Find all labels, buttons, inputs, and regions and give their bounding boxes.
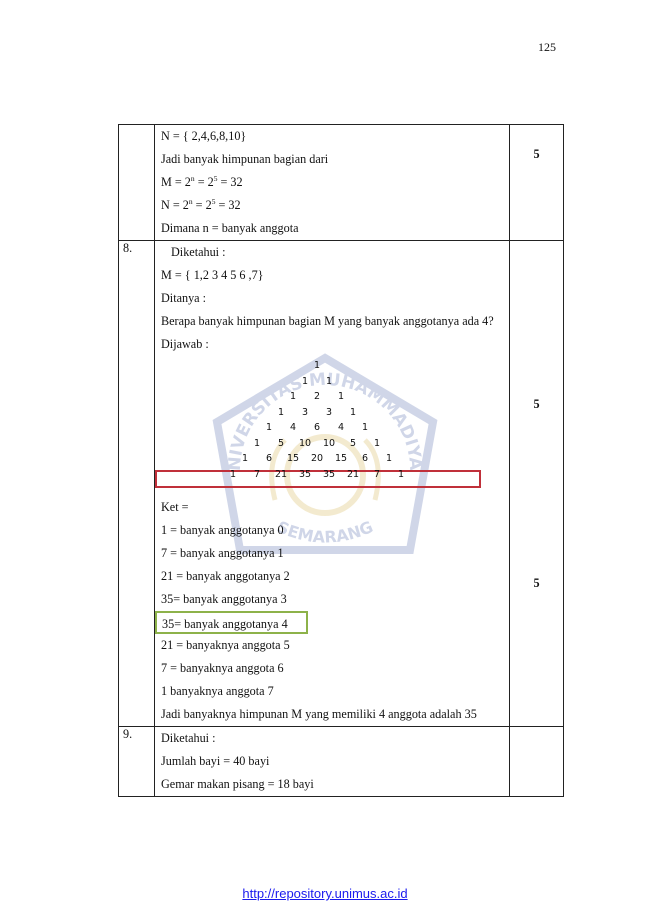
ket-item: 7 = banyak anggotanya 1 [161,546,284,560]
score-cell: 5 5 [509,240,564,727]
score-value: 5 [533,147,540,161]
table-row: 8. Diketahui : M = { 1,2 3 4 5 6 ,7} Dit… [118,240,564,727]
pascal-number: 20 [310,453,324,464]
pascal-number: 10 [322,437,336,449]
pascal-number: 15 [334,453,348,464]
pascal-number: 15 [286,453,300,464]
pascal-number: 2 [313,391,321,402]
pascal-number: 1 [253,437,261,449]
pascal-number: 5 [349,437,357,449]
pascal-number: 5 [277,437,285,449]
highlight-box-green: 35= banyak anggotanya 4 [155,611,308,634]
answer-cell: N = { 2,4,6,8,10} Jadi banyak himpunan b… [154,124,510,241]
pascal-number: 7 [373,468,381,480]
formula-line: M = 2n = 25 = 32 [161,173,243,189]
table-row: 9. Diketahui : Jumlah bayi = 40 bayi Gem… [118,726,564,797]
pascal-number: 1 [349,406,357,418]
pascal-number: 1 [337,391,345,402]
ket-item-highlighted: 35= banyak anggotanya 4 [155,611,501,634]
pascal-number: 4 [289,422,297,433]
highlight-box-red [155,470,481,488]
text-line: Dimana n = banyak anggota [161,221,299,235]
text-line: Jumlah bayi = 40 bayi [161,754,270,768]
pascal-number: 1 [385,453,393,464]
question-text: Berapa banyak himpunan bagian M yang ban… [161,314,494,328]
row-number-cell [118,124,155,241]
pascal-number: 1 [313,360,321,371]
pascal-number: 6 [313,422,321,433]
pascal-number: 1 [361,422,369,433]
ket-item: 21 = banyak anggotanya 2 [161,569,290,583]
ket-item: 21 = banyaknya anggota 5 [161,638,290,652]
ket-item: 1 banyaknya anggota 7 [161,684,274,698]
conclusion-text: Jadi banyaknya himpunan M yang memiliki … [161,707,477,721]
score-cell [509,726,564,797]
pascal-number: 1 [241,453,249,464]
text-line: M = { 1,2 3 4 5 6 ,7} [161,268,264,282]
row-number-cell: 8. [118,240,155,727]
pascal-number: 35 [322,468,336,480]
pascal-number: 1 [397,468,405,480]
pascal-number: 3 [325,406,333,418]
ket-item: 35= banyak anggotanya 3 [161,592,287,606]
text-line: Diketahui : [161,731,216,745]
pascal-number: 1 [325,375,333,387]
page-number: 125 [538,40,556,54]
score-value: 5 [533,397,540,411]
pascal-number: 7 [253,468,261,480]
answer-cell: Diketahui : Jumlah bayi = 40 bayi Gemar … [154,726,510,797]
pascal-number: 6 [265,453,273,464]
pascal-number: 1 [265,422,273,433]
answer-table: N = { 2,4,6,8,10} Jadi banyak himpunan b… [118,124,564,797]
pascal-number: 21 [346,468,360,480]
text-line: Diketahui : [171,245,226,259]
pascal-number: 21 [274,468,288,480]
score-cell: 5 [509,124,564,241]
formula-line: N = 2n = 25 = 32 [161,196,241,212]
pascal-number: 1 [301,375,309,387]
pascal-number: 6 [361,453,369,464]
pascal-number: 1 [289,391,297,402]
table-row: N = { 2,4,6,8,10} Jadi banyak himpunan b… [118,124,564,241]
ket-item: 7 = banyaknya anggota 6 [161,661,284,675]
repository-link[interactable]: http://repository.unimus.ac.id [242,886,408,901]
pascal-number: 35 [298,468,312,480]
pascal-number: 3 [301,406,309,418]
answer-cell: Diketahui : M = { 1,2 3 4 5 6 ,7} Ditany… [154,240,510,727]
row-number-cell: 9. [118,726,155,797]
pascal-number: 1 [373,437,381,449]
text-line: Gemar makan pisang = 18 bayi [161,777,314,791]
pascal-number: 1 [277,406,285,418]
ket-item: 1 = banyak anggotanya 0 [161,523,284,537]
text-line: Jadi banyak himpunan bagian dari [161,152,329,166]
text-line: Ditanya : [161,291,207,305]
pascal-number: 1 [229,468,237,480]
text-line: N = { 2,4,6,8,10} [161,129,247,143]
score-value: 5 [533,576,540,590]
pascal-number: 4 [337,422,345,433]
text-line: Dijawab : [161,337,209,351]
pascal-number: 10 [298,437,312,449]
text-line: Ket = [161,500,189,514]
